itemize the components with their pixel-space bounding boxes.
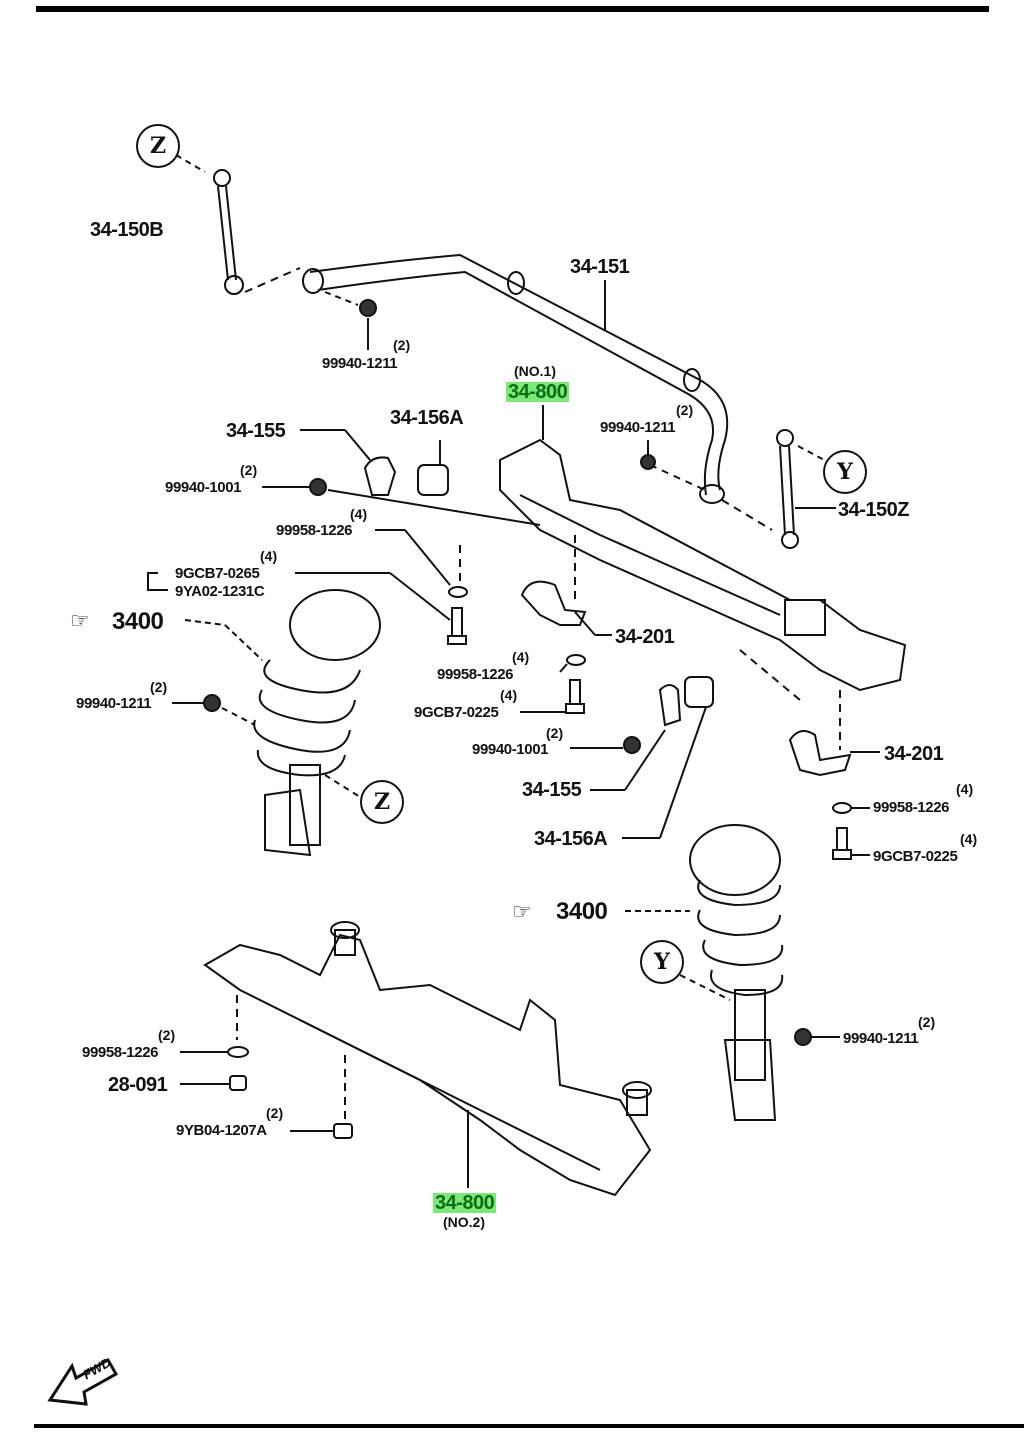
stabilizer-link-right <box>640 429 836 549</box>
top-border-rule <box>36 6 989 12</box>
qty-9GCB7-0225-a: (4) <box>500 687 518 703</box>
bushing-bracket-lower <box>590 676 714 839</box>
fwd-arrow-icon <box>47 1357 119 1406</box>
label-34-156A-b: 34-156A <box>534 828 608 850</box>
label-99940-1001-a: 99940-1001 <box>165 479 242 496</box>
qty-99940-1211-c: (2) <box>150 679 168 695</box>
pointing-hand-icon: ☞ <box>70 608 90 633</box>
callout-y-bottom: Y <box>640 940 684 984</box>
callout-y-top: Y <box>823 450 867 494</box>
label-9YA02-1231C: 9YA02-1231C <box>175 583 265 600</box>
stabilizer-link-left <box>175 154 301 295</box>
label-34-201-a: 34-201 <box>615 626 675 648</box>
ref-3400-left[interactable]: 3400 <box>112 608 164 635</box>
washer-bolt-left <box>147 529 468 645</box>
ref-3400-right[interactable]: 3400 <box>556 898 608 925</box>
label-99958-1226-d: 99958-1226 <box>82 1044 159 1061</box>
pointing-hand-icon: ☞ <box>512 899 532 924</box>
qty-99958-1226-c: (4) <box>956 781 974 797</box>
label-9GCB7-0225-a: 9GCB7-0225 <box>414 704 499 721</box>
nut-99940-1211-upper <box>324 291 377 350</box>
label-99958-1226-c: 99958-1226 <box>873 799 950 816</box>
label-34-800-no1: 34-800 <box>506 381 570 403</box>
label-99940-1211-c: 99940-1211 <box>76 695 152 712</box>
label-99940-1211-a: 99940-1211 <box>322 355 398 372</box>
label-no2: (NO.2) <box>443 1214 485 1230</box>
bracket-34-201-right <box>788 730 880 860</box>
label-no1: (NO.1) <box>514 363 556 379</box>
callout-z-bottom: Z <box>360 780 404 824</box>
label-99958-1226-a: 99958-1226 <box>276 522 353 539</box>
label-34-150B: 34-150B <box>90 219 164 241</box>
qty-99940-1211-d: (2) <box>918 1014 936 1030</box>
bottom-border-rule <box>34 1424 1024 1428</box>
qty-99940-1211-a: (2) <box>393 337 411 353</box>
label-9GCB7-0225-b: 9GCB7-0225 <box>873 848 958 865</box>
label-34-150Z: 34-150Z <box>838 499 910 521</box>
qty-9GCB7-0225-b: (4) <box>960 831 978 847</box>
qty-99940-1211-b: (2) <box>676 402 694 418</box>
label-34-155-a: 34-155 <box>226 420 286 442</box>
bracket-34-201-left <box>520 580 641 754</box>
qty-99958-1226-a: (4) <box>350 506 368 522</box>
label-34-156A-a: 34-156A <box>390 407 464 429</box>
strut-assembly-right <box>625 824 840 1121</box>
label-28-091: 28-091 <box>108 1074 168 1096</box>
qty-99958-1226-d: (2) <box>158 1027 176 1043</box>
label-34-155-b: 34-155 <box>522 779 582 801</box>
label-9YB04-1207A: 9YB04-1207A <box>176 1122 267 1139</box>
label-99940-1001-b: 99940-1001 <box>472 741 549 758</box>
label-34-151: 34-151 <box>570 256 630 278</box>
qty-9YB04-1207A: (2) <box>266 1105 284 1121</box>
callout-z-top: Z <box>136 124 180 168</box>
label-34-800-no2: 34-800 <box>433 1192 497 1214</box>
label-99940-1211-b: 99940-1211 <box>600 419 676 436</box>
label-9GCB7-0265: 9GCB7-0265 <box>175 565 260 582</box>
qty-9GCB7-0265: (4) <box>260 548 278 564</box>
label-99940-1211-d: 99940-1211 <box>843 1030 919 1047</box>
crossmember-no1 <box>499 405 907 750</box>
bushing-bracket-upper <box>262 429 541 526</box>
label-34-201-b: 34-201 <box>884 743 944 765</box>
label-99958-1226-b: 99958-1226 <box>437 666 514 683</box>
crossmember-no2 <box>180 921 652 1197</box>
stabilizer-bar <box>302 253 729 504</box>
qty-99940-1001-a: (2) <box>240 462 258 478</box>
qty-99940-1001-b: (2) <box>546 725 564 741</box>
strut-assembly-left <box>172 589 381 857</box>
qty-99958-1226-b: (4) <box>512 649 530 665</box>
